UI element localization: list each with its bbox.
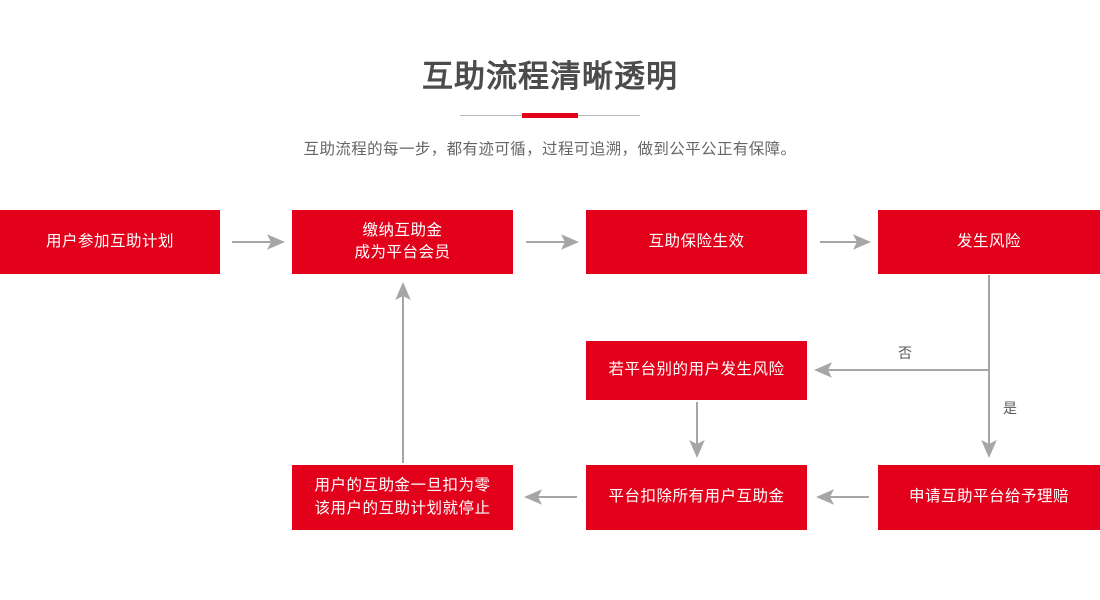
page-subtitle: 互助流程的每一步，都有迹可循，过程可追溯，做到公平公正有保障。 [303, 140, 797, 158]
branch-label-yes: 是 [1003, 400, 1018, 416]
flow-node-join[interactable]: 用户参加互助计划 [0, 210, 220, 274]
flow-node-other-user-risk[interactable]: 若平台别的用户发生风险 [586, 341, 807, 400]
divider-accent-bar [522, 112, 578, 118]
branch-label-no: 否 [898, 345, 913, 361]
flow-node-effective[interactable]: 互助保险生效 [586, 210, 807, 274]
flow-node-claim[interactable]: 申请互助平台给予理赔 [878, 465, 1100, 530]
page-title: 互助流程清晰透明 [422, 59, 678, 94]
flow-node-plan-stop[interactable]: 用户的互助金一旦扣为零 该用户的互助计划就停止 [292, 465, 513, 530]
page-header: 互助流程清晰透明 互助流程的每一步，都有迹可循，过程可追溯，做到公平公正有保障。 [0, 0, 1100, 159]
title-divider [460, 112, 640, 119]
flow-node-pay[interactable]: 缴纳互助金 成为平台会员 [292, 210, 513, 274]
flow-node-risk[interactable]: 发生风险 [878, 210, 1100, 274]
flow-node-deduct[interactable]: 平台扣除所有用户互助金 [586, 465, 807, 530]
